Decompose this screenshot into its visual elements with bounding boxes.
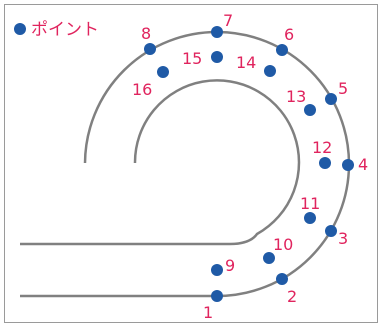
- point-label-14: 14: [236, 53, 256, 72]
- point-12: 12: [312, 138, 332, 169]
- point-label-8: 8: [141, 24, 151, 43]
- point-label-16: 16: [132, 80, 152, 99]
- point-label-13: 13: [286, 87, 306, 106]
- point-label-6: 6: [284, 25, 294, 44]
- inner-track: [20, 79, 301, 246]
- point-marker-13: [304, 104, 316, 116]
- legend-label: ポイント: [31, 20, 99, 40]
- point-marker-16: [157, 66, 169, 78]
- point-marker-11: [304, 212, 316, 224]
- point-label-1: 1: [203, 303, 213, 322]
- point-marker-8: [144, 43, 156, 55]
- point-1: 1: [203, 290, 223, 322]
- point-marker-5: [325, 93, 337, 105]
- point-9: 9: [211, 256, 235, 276]
- point-13: 13: [286, 87, 316, 116]
- point-4: 4: [342, 155, 368, 174]
- point-marker-7: [211, 26, 223, 38]
- point-14: 14: [236, 53, 276, 77]
- point-marker-1: [211, 290, 223, 302]
- legend: ポイント: [14, 20, 99, 40]
- point-marker-12: [319, 157, 331, 169]
- point-6: 6: [276, 25, 294, 56]
- point-2: 2: [276, 273, 297, 306]
- point-marker-4: [342, 159, 354, 171]
- legend-marker: [14, 23, 26, 35]
- point-label-5: 5: [338, 79, 348, 98]
- point-16: 16: [132, 66, 169, 99]
- diagram-border: [4, 4, 378, 323]
- point-marker-10: [263, 252, 275, 264]
- point-label-10: 10: [273, 235, 293, 254]
- point-marker-15: [211, 51, 223, 63]
- point-label-15: 15: [182, 49, 202, 68]
- point-label-2: 2: [287, 287, 297, 306]
- point-11: 11: [300, 194, 320, 224]
- point-label-9: 9: [225, 256, 235, 275]
- point-label-7: 7: [223, 11, 233, 30]
- point-marker-2: [276, 273, 288, 285]
- point-15: 15: [182, 49, 223, 68]
- point-8: 8: [141, 24, 156, 55]
- point-label-3: 3: [338, 229, 348, 248]
- point-marker-3: [325, 225, 337, 237]
- point-marker-14: [264, 65, 276, 77]
- point-7: 7: [211, 11, 233, 38]
- point-label-11: 11: [300, 194, 320, 213]
- point-label-12: 12: [312, 138, 332, 157]
- point-10: 10: [263, 235, 293, 264]
- point-5: 5: [325, 79, 348, 105]
- point-label-4: 4: [358, 155, 368, 174]
- point-marker-9: [211, 264, 223, 276]
- outer-track: [20, 30, 351, 298]
- point-3: 3: [325, 225, 348, 248]
- point-marker-6: [276, 44, 288, 56]
